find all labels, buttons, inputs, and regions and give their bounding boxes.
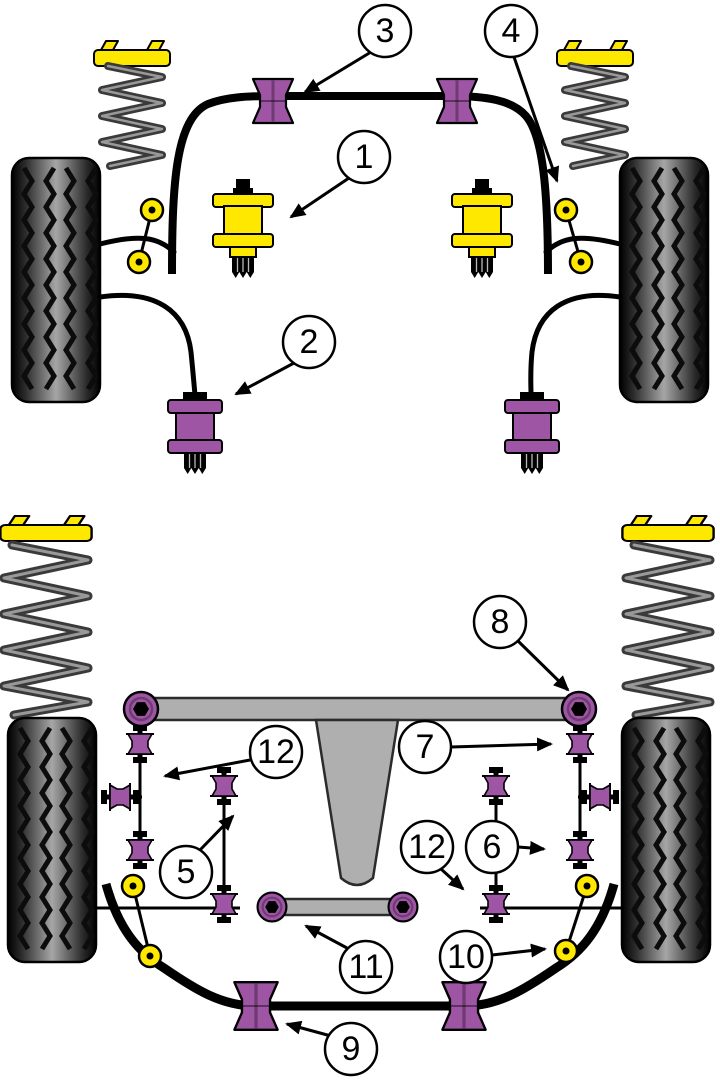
rear-right-tire xyxy=(622,718,710,962)
callout-11-circle xyxy=(338,939,394,995)
callout-9-label: 9 xyxy=(342,1030,361,1068)
callout-1: 1 xyxy=(289,129,392,219)
rear-right-drop-link-lower-bush xyxy=(553,938,579,964)
callout-11-arrow xyxy=(304,924,348,950)
callout-9-arrow xyxy=(285,1020,332,1038)
rear-anti-roll-bar-bush-right xyxy=(440,980,488,1032)
callout-12-left-label: 12 xyxy=(257,733,295,771)
front-right-drop-link-upper-bush xyxy=(553,197,579,223)
callout-12-left: 12 xyxy=(163,724,304,781)
front-right-drop-link-lower-bush xyxy=(568,249,594,275)
rear-anti-roll-bar-bush-left xyxy=(232,980,280,1032)
callout-12-left-arrow xyxy=(163,758,251,781)
callout-12-right-label: 12 xyxy=(408,828,446,866)
callouts: 3 4 1 2 8 12 7 xyxy=(158,3,570,1077)
callout-11: 11 xyxy=(304,924,394,995)
callout-6-arrow xyxy=(517,840,546,855)
callout-1-arrow xyxy=(289,176,350,219)
callout-11-label: 11 xyxy=(348,948,383,986)
callout-10-circle xyxy=(438,929,494,985)
callout-5-arrow xyxy=(198,814,235,852)
rear-crossmember-beam xyxy=(126,696,594,722)
callout-10-label: 10 xyxy=(447,938,485,976)
rear-left-drop-link-upper-bush xyxy=(120,873,146,899)
front-suspension-view xyxy=(12,40,708,474)
callout-7-circle xyxy=(397,719,453,775)
rear-right-drop-link-upper-bush xyxy=(574,873,600,899)
callout-4: 4 xyxy=(483,3,560,183)
callout-12-right-arrow xyxy=(439,867,465,891)
callout-2-circle xyxy=(281,314,337,370)
rear-suspension-view xyxy=(0,514,715,1032)
callout-3-circle xyxy=(357,3,413,59)
callout-5: 5 xyxy=(158,814,235,900)
callout-8-arrow xyxy=(516,639,570,692)
callout-3: 3 xyxy=(303,3,413,94)
callout-4-circle xyxy=(483,3,539,59)
front-left-drop-link-upper-bush xyxy=(139,197,165,223)
callout-4-label: 4 xyxy=(502,12,521,50)
callout-7: 7 xyxy=(397,719,553,775)
callout-1-circle xyxy=(336,129,392,185)
front-anti-roll-bar xyxy=(168,92,552,275)
callout-8-label: 8 xyxy=(491,603,510,641)
callout-8-circle xyxy=(472,594,528,650)
callout-12-right: 12 xyxy=(399,819,465,891)
callout-6-circle xyxy=(464,819,520,875)
callout-1-label: 1 xyxy=(355,138,374,176)
callout-9-circle xyxy=(323,1021,379,1077)
front-left-tire xyxy=(12,158,100,402)
callout-6: 6 xyxy=(464,819,546,875)
front-anti-roll-bar-bush-left xyxy=(251,77,295,125)
callout-5-label: 5 xyxy=(177,853,196,891)
callout-7-label: 7 xyxy=(416,728,435,766)
front-right-lower-arm xyxy=(528,292,623,398)
rear-beam-bush-right xyxy=(560,690,598,728)
callout-7-arrow xyxy=(450,737,553,752)
callout-2: 2 xyxy=(234,314,337,396)
front-right-tire xyxy=(620,158,708,402)
rear-lower-arm-bush-right xyxy=(387,891,419,923)
front-anti-roll-bar-bush-right xyxy=(435,77,479,125)
callout-12-left-circle xyxy=(248,724,304,780)
rear-lower-arm-bush-left xyxy=(256,891,288,923)
callout-12-right-circle xyxy=(399,819,455,875)
rear-left-tire xyxy=(8,718,96,962)
callout-10: 10 xyxy=(438,929,547,985)
callout-5-circle xyxy=(158,844,214,900)
callout-3-label: 3 xyxy=(376,12,395,50)
rear-left-drop-link-lower-bush xyxy=(137,943,163,969)
rear-beam-bush-left xyxy=(122,690,160,728)
callout-2-label: 2 xyxy=(300,323,319,361)
callout-6-label: 6 xyxy=(483,828,502,866)
rear-subframe-center xyxy=(314,718,400,887)
callout-9: 9 xyxy=(285,1020,379,1077)
callout-2-arrow xyxy=(234,361,295,396)
callout-10-arrow xyxy=(491,943,547,958)
callout-8: 8 xyxy=(472,594,570,692)
callout-4-arrow xyxy=(512,56,560,183)
front-left-drop-link-lower-bush xyxy=(126,249,152,275)
callout-3-arrow xyxy=(303,50,372,94)
front-left-lower-arm xyxy=(97,292,198,398)
